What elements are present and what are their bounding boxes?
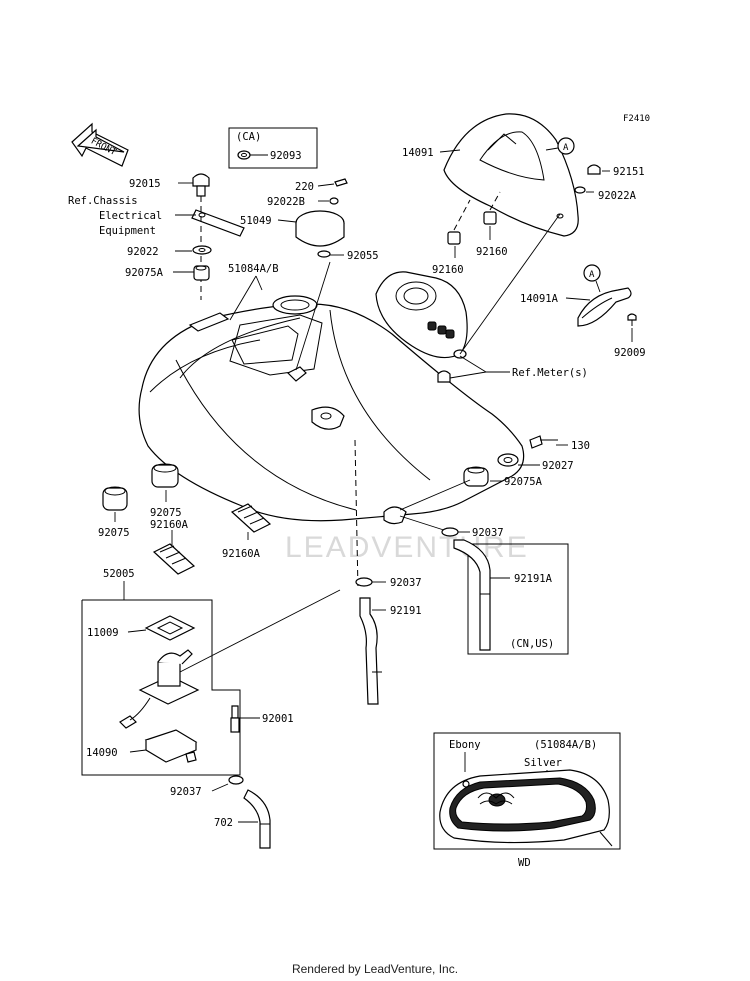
part-92191: 92191 [390, 605, 422, 617]
part-92160-a: 92160 [432, 264, 464, 276]
part-92151: 92151 [613, 166, 645, 178]
fuel-tank [138, 295, 525, 525]
callout-a-bottom: A [589, 270, 595, 280]
callout-a-top: A [563, 143, 569, 153]
part-14091A: 14091A [520, 293, 559, 305]
lower-hose: 92037 702 [170, 775, 271, 849]
part-11009: 11009 [87, 627, 119, 639]
cn-us-box: 92037 92191A (CN,US) [399, 515, 569, 655]
part-92027: 92027 [542, 460, 574, 472]
ca-box-part: 92093 [270, 150, 302, 162]
bracket-14091A: A 14091A 92009 [520, 264, 646, 359]
part-220: 220 [295, 181, 314, 193]
part-92160A-a: 92160A [222, 548, 261, 560]
part-51084AB: 51084A/B [228, 263, 279, 275]
meter-cover: 14091 A [402, 113, 579, 237]
wd-ebony: Ebony [449, 739, 481, 751]
part-92022: 92022 [127, 246, 159, 258]
part-92037-c: 92037 [170, 786, 202, 798]
cap-assembly: 220 92022B 51049 92055 [240, 178, 379, 262]
part-92075-a: 92075 [150, 507, 182, 519]
part-14091: 14091 [402, 147, 434, 159]
part-92075A-right: 92075A [504, 476, 543, 488]
part-92037-a: 92037 [472, 527, 504, 539]
part-92075A-left: 92075A [125, 267, 164, 279]
grommets-92160: 92160 92160 [432, 191, 508, 276]
vent-hose: 92037 92191 [354, 439, 422, 705]
part-92191A: 92191A [514, 573, 553, 585]
footer-credit: Rendered by LeadVenture, Inc. [291, 962, 459, 976]
mount-bolt-stack: 92015 Ref.Chassis Electrical Equipment 9… [68, 173, 245, 300]
ca-box-title: (CA) [236, 131, 261, 143]
rubber-blocks: 92075 92075 92160A 92160A [98, 463, 272, 575]
part-702: 702 [214, 817, 233, 829]
wd-label: WD [518, 857, 531, 869]
rear-mount-parts: 130 92027 92075A [399, 435, 590, 511]
part-92160-b: 92160 [476, 246, 508, 258]
cover-screws: 92151 92022A [574, 164, 645, 202]
figure-code: F2410 [623, 114, 650, 124]
ca-box: (CA) 92093 [228, 127, 318, 169]
part-92009: 92009 [614, 347, 646, 359]
part-92055: 92055 [347, 250, 379, 262]
part-51049: 51049 [240, 215, 272, 227]
front-arrow-icon: FRONT [71, 122, 129, 167]
meter-assembly: Ref.Meter(s) [375, 213, 588, 383]
ref-meter: Ref.Meter(s) [512, 367, 588, 379]
wd-silver: Silver [524, 757, 562, 769]
part-130: 130 [571, 440, 590, 452]
wd-part: (51084A/B) [534, 739, 597, 751]
fuel-pump-assembly: 52005 11009 14090 92001 [81, 568, 341, 776]
cn-us-label: (CN,US) [510, 638, 554, 650]
ref-chassis-line2: Electrical [99, 210, 162, 222]
ref-chassis-line1: Ref.Chassis [68, 195, 138, 207]
part-92022A: 92022A [598, 190, 637, 202]
part-92022B: 92022B [267, 196, 305, 208]
part-92160A-b: 92160A [150, 519, 189, 531]
part-92015: 92015 [129, 178, 161, 190]
part-92075-b: 92075 [98, 527, 130, 539]
wd-tank-graphic: Ebony (51084A/B) Silver WD [433, 732, 621, 869]
ref-chassis-line3: Equipment [99, 225, 156, 237]
part-52005: 52005 [103, 568, 135, 580]
part-92001: 92001 [262, 713, 294, 725]
part-14090: 14090 [86, 747, 118, 759]
part-92037-b: 92037 [390, 577, 422, 589]
